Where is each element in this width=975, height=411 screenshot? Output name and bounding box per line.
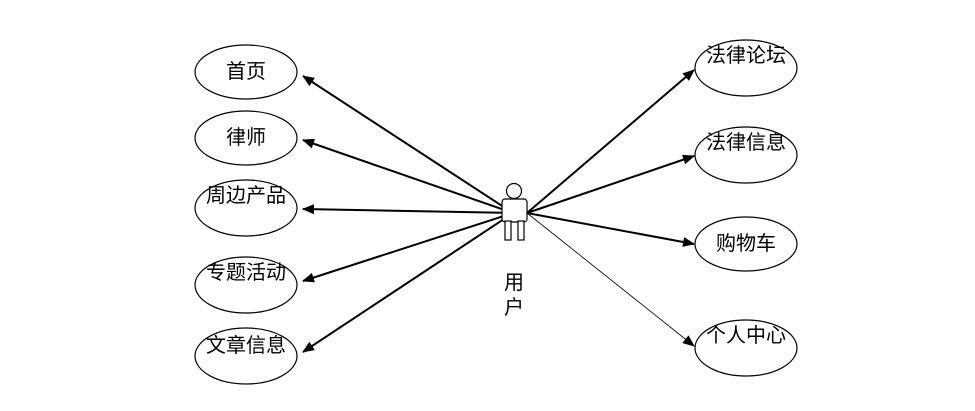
usecase-lawyer-label: 律师: [226, 125, 266, 149]
user-actor-icon: [501, 182, 528, 241]
association-arrow-forum: [526, 69, 695, 214]
usecase-personal-center-label: 个人中心: [706, 323, 786, 347]
usecase-events-label: 专题活动: [206, 260, 286, 284]
association-arrow-legal-info: [526, 154, 695, 214]
usecase-ellipse-events: [194, 256, 298, 314]
association-arrow-lawyer: [302, 138, 514, 214]
usecase-ellipse-products: [194, 179, 298, 237]
association-arrow-articles: [302, 212, 514, 353]
usecase-ellipse-legal-info: [694, 126, 798, 184]
usecase-ellipse-lawyer: [194, 110, 298, 166]
usecase-home-label: 首页: [226, 59, 266, 83]
usecase-ellipse-home: [194, 44, 298, 100]
association-arrow-personal-center: [526, 212, 695, 347]
usecase-ellipse-articles: [194, 327, 298, 385]
actor-label: 用户: [504, 270, 524, 319]
usecase-ellipse-personal-center: [694, 319, 798, 377]
usecase-cart-label: 购物车: [716, 231, 776, 255]
association-arrow-cart: [526, 212, 695, 247]
usecase-legal-info-label: 法律信息: [706, 130, 786, 154]
usecase-ellipse-cart: [694, 216, 798, 272]
association-arrow-home: [302, 75, 514, 214]
association-arrow-events: [302, 212, 514, 283]
usecase-forum-label: 法律论坛: [706, 43, 786, 67]
usecase-products-label: 周边产品: [206, 183, 286, 207]
usecase-ellipse-forum: [694, 39, 798, 97]
association-arrow-products: [302, 204, 514, 215]
usecase-articles-label: 文章信息: [206, 333, 286, 357]
